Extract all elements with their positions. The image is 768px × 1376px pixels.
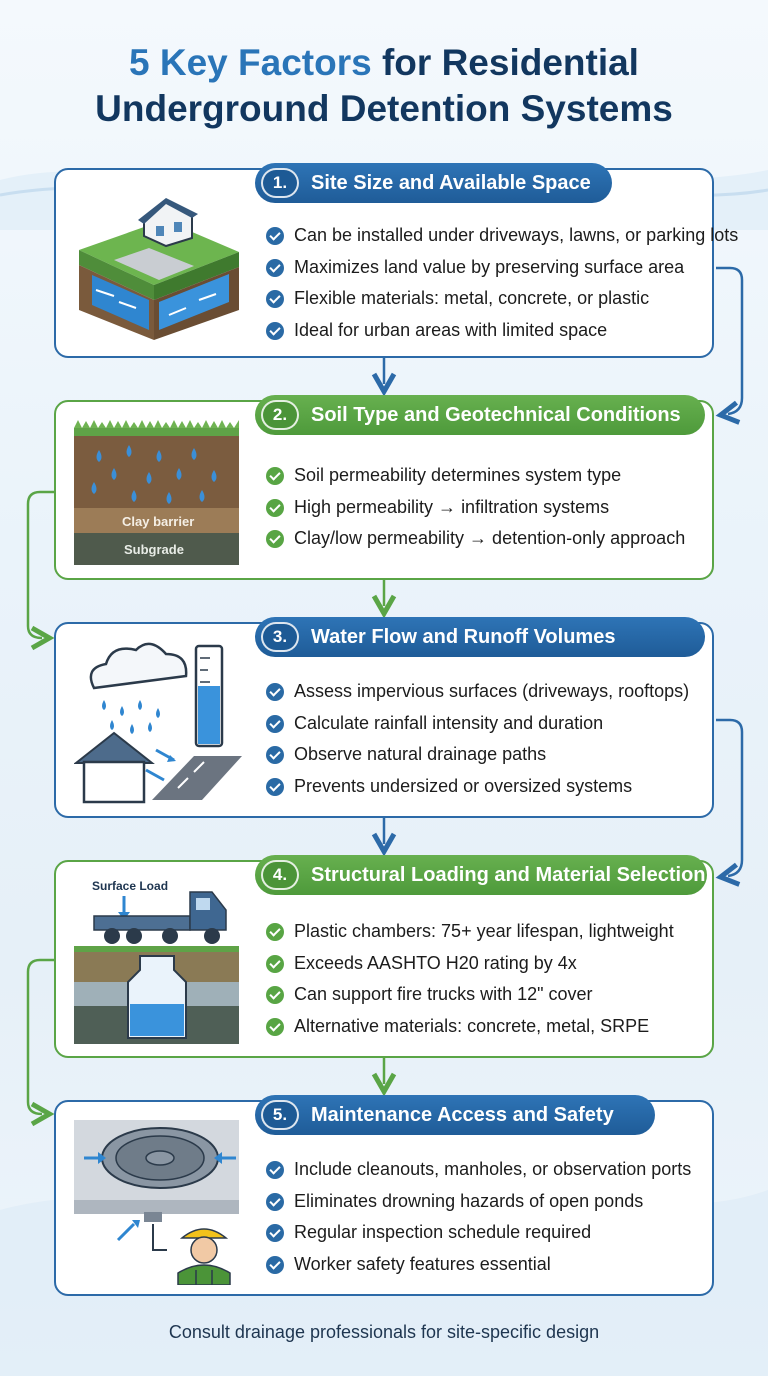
bullet-item: Observe natural drainage paths	[266, 739, 689, 771]
rain-runoff-icon	[74, 642, 242, 804]
subgrade-label: Subgrade	[124, 542, 184, 557]
bullet-item: Worker safety features essential	[266, 1249, 691, 1281]
check-circle-icon	[266, 1224, 284, 1242]
bullet-item: Flexible materials: metal, concrete, or …	[266, 283, 738, 315]
bullet-item: Include cleanouts, manholes, or observat…	[266, 1154, 691, 1186]
section-1-bullets: Can be installed under driveways, lawns,…	[266, 220, 738, 346]
section-2-bullets: Soil permeability determines system type…	[266, 460, 685, 555]
bullet-item: Maximizes land value by preserving surfa…	[266, 252, 738, 284]
section-5-bullets: Include cleanouts, manholes, or observat…	[266, 1154, 691, 1280]
title-line1: for Residential	[371, 42, 639, 83]
bullet-item: Regular inspection schedule required	[266, 1217, 691, 1249]
check-circle-icon	[266, 1192, 284, 1211]
title-line2: Underground Detention Systems	[95, 88, 673, 129]
footer-note: Consult drainage professionals for site-…	[168, 1322, 600, 1342]
check-circle-icon	[266, 321, 284, 340]
house-detention-icon	[79, 198, 239, 340]
bullet-item: Can support fire trucks with 12" cover	[266, 979, 674, 1011]
section-3-number: 3.	[261, 622, 299, 652]
check-circle-icon	[266, 923, 284, 941]
section-4-heading: Structural Loading and Material Selectio…	[311, 864, 706, 886]
bullet-item: Alternative materials: concrete, metal, …	[266, 1011, 674, 1043]
bullet-item: Plastic chambers: 75+ year lifespan, lig…	[266, 916, 674, 948]
section-2-number: 2.	[261, 400, 299, 430]
check-circle-icon	[266, 258, 284, 277]
bullet-item: Exceeds AASHTO H20 rating by 4x	[266, 948, 674, 980]
section-3-header: 3. Water Flow and Runoff Volumes	[255, 617, 705, 657]
check-circle-icon	[266, 714, 284, 733]
check-circle-icon	[266, 954, 284, 973]
section-1-header: 1. Site Size and Available Space	[255, 163, 612, 203]
section-3-bullets: Assess impervious surfaces (driveways, r…	[266, 676, 689, 802]
clay-barrier-label: Clay barrier	[122, 514, 194, 529]
surface-load-label: Surface Load	[92, 879, 168, 893]
check-circle-icon	[266, 1017, 284, 1036]
section-2-header: 2. Soil Type and Geotechnical Conditions	[255, 395, 705, 435]
section-5-heading: Maintenance Access and Safety	[311, 1104, 614, 1126]
section-2-heading: Soil Type and Geotechnical Conditions	[311, 404, 681, 426]
section-4-header: 4. Structural Loading and Material Select…	[255, 855, 707, 895]
section-5-number: 5.	[261, 1100, 299, 1130]
bullet-item: Eliminates drowning hazards of open pond…	[266, 1186, 691, 1218]
bullet-item: High permeability → infiltration systems	[266, 492, 685, 524]
check-circle-icon	[266, 986, 284, 1004]
check-circle-icon	[266, 530, 284, 548]
bullet-item: Can be installed under driveways, lawns,…	[266, 220, 738, 252]
check-circle-icon	[266, 227, 284, 245]
section-4-number: 4.	[261, 860, 299, 890]
title-accent: 5 Key Factors	[129, 42, 372, 83]
check-circle-icon	[266, 683, 284, 701]
bullet-item: Clay/low permeability → detention-only a…	[266, 523, 685, 555]
check-circle-icon	[266, 746, 284, 764]
section-5-header: 5. Maintenance Access and Safety	[255, 1095, 655, 1135]
manhole-worker-icon	[74, 1120, 239, 1285]
check-circle-icon	[266, 1161, 284, 1179]
check-circle-icon	[266, 467, 284, 485]
section-1-heading: Site Size and Available Space	[311, 172, 591, 194]
bullet-item: Calculate rainfall intensity and duratio…	[266, 708, 689, 740]
check-circle-icon	[266, 290, 284, 308]
section-card-4: Surface Load Plastic chambers: 75+ year …	[54, 860, 714, 1058]
bullet-item: Ideal for urban areas with limited space	[266, 315, 738, 347]
check-circle-icon	[266, 498, 284, 517]
section-3-heading: Water Flow and Runoff Volumes	[311, 626, 616, 648]
truck-load-icon: Surface Load	[74, 879, 239, 1044]
section-4-bullets: Plastic chambers: 75+ year lifespan, lig…	[266, 916, 674, 1042]
check-circle-icon	[266, 1255, 284, 1274]
soil-layers-icon: Clay barrier Subgrade	[74, 420, 239, 565]
bullet-item: Soil permeability determines system type	[266, 460, 685, 492]
bullet-item: Prevents undersized or oversized systems	[266, 771, 689, 803]
check-circle-icon	[266, 777, 284, 796]
section-1-number: 1.	[261, 168, 299, 198]
page-title: 5 Key Factors for Residential Undergroun…	[0, 40, 768, 132]
bullet-item: Assess impervious surfaces (driveways, r…	[266, 676, 689, 708]
